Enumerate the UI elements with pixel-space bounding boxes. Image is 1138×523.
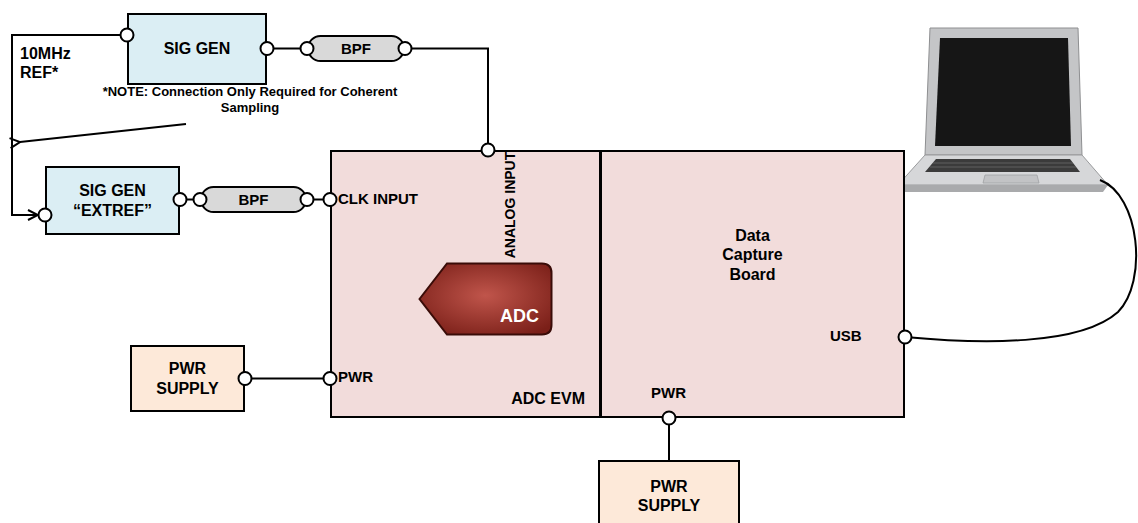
node-text: Data Capture Board [708, 226, 798, 284]
node-text: ADC [500, 306, 539, 328]
node-text: SIG GEN “EXTREF” [55, 181, 170, 219]
port-connector [324, 372, 337, 385]
laptop-base [898, 155, 1108, 185]
signal-wire [307, 199, 330, 201]
node-text: BPF [239, 191, 269, 209]
laptop-edge [898, 185, 1108, 192]
adc-chip: ADC [418, 262, 553, 336]
node-text: PWR SUPPLY [628, 477, 710, 515]
port-connector [301, 42, 314, 55]
port-connector [899, 331, 912, 344]
laptop-lid [925, 28, 1082, 155]
keyboard-keys [930, 163, 1076, 167]
laptop-screen [935, 38, 1071, 146]
note-leader-arrow [20, 124, 186, 142]
node-text: SIG GEN [164, 39, 231, 58]
filter-box: BPF [200, 186, 307, 213]
filter-box: BPF [307, 35, 405, 62]
laptop-trackpad [983, 175, 1039, 183]
laptop-illustration [898, 28, 1108, 192]
port-connector [324, 193, 337, 206]
capture-board: Data Capture Board [600, 150, 905, 418]
port-connector [663, 412, 676, 425]
node-text: ADC EVM [511, 389, 585, 408]
port-connector [399, 42, 412, 55]
evm-board: ADC EVM ADC [330, 150, 601, 418]
signal-wire [267, 48, 307, 50]
signal-wire [668, 418, 670, 460]
note-text: *NOTE: Connection Only Required for Cohe… [100, 84, 400, 115]
port-connector [121, 29, 134, 42]
port-connector [194, 193, 207, 206]
laptop-keyboard [925, 159, 1080, 172]
port-connector [261, 42, 274, 55]
power-supply-box: PWR SUPPLY [130, 345, 245, 412]
signal-generator-box: SIG GEN “EXTREF” [45, 166, 180, 235]
port-connector [239, 372, 252, 385]
port-connector [174, 193, 187, 206]
port-connector [482, 144, 495, 157]
signal-wire [405, 49, 488, 151]
node-text: BPF [341, 40, 371, 58]
port-connector [301, 193, 314, 206]
power-supply-box: PWR SUPPLY [598, 460, 740, 523]
signal-label: 10MHz REF* [20, 44, 82, 82]
node-text: PWR SUPPLY [147, 359, 229, 397]
signal-generator-box: SIG GEN [127, 13, 267, 85]
adc-outline [420, 264, 552, 335]
signal-wire [245, 378, 330, 380]
signal-wire [180, 199, 200, 201]
usb-cable [905, 180, 1136, 341]
port-connector [39, 209, 52, 222]
